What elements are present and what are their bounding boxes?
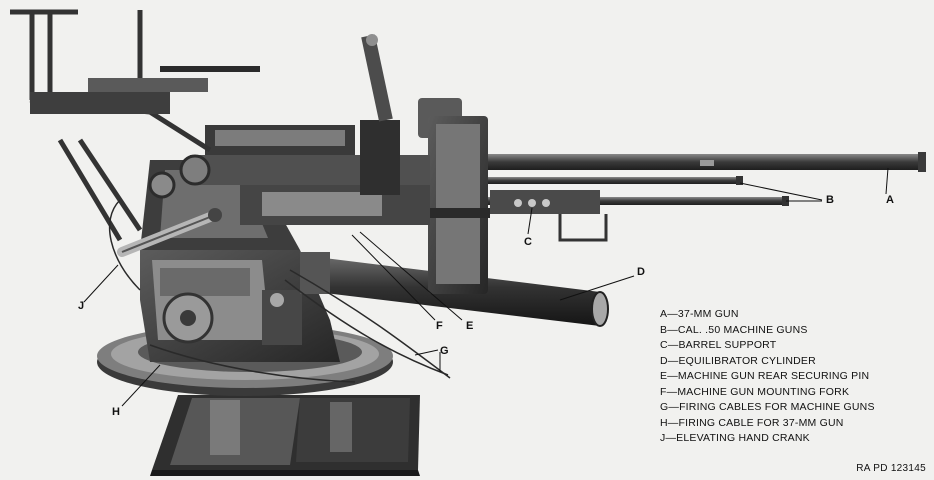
- receivers: [190, 34, 430, 225]
- barrel-support: [490, 190, 608, 242]
- pedestal-base: [150, 395, 420, 476]
- leader-lines: [83, 167, 889, 407]
- callout-j: J: [78, 300, 85, 312]
- legend-item-f: F—MACHINE GUN MOUNTING FORK: [660, 385, 850, 398]
- legend-item-h: H—FIRING CABLE FOR 37-MM GUN: [660, 416, 844, 429]
- legend-item-c: C—BARREL SUPPORT: [660, 339, 777, 351]
- sight-mount: [30, 66, 260, 199]
- firing-cables: [108, 199, 451, 383]
- ammo-housing: [418, 98, 490, 294]
- callout-d: D: [637, 266, 645, 278]
- legend-item-b: B—CAL. .50 MACHINE GUNS: [660, 323, 808, 336]
- legend-item-a: A—37-MM GUN: [660, 308, 739, 320]
- plate-id: RA PD 123145: [856, 463, 926, 474]
- callout-a: A: [886, 194, 894, 206]
- legend-item-d: D—EQUILIBRATOR CYLINDER: [660, 354, 816, 367]
- callout-b: B: [826, 194, 834, 206]
- callout-f: F: [436, 320, 443, 332]
- legend-item-e: E—MACHINE GUN REAR SECURING PIN: [660, 370, 870, 382]
- callout-c: C: [524, 236, 532, 248]
- machine-gun-barrels: [480, 176, 789, 206]
- legend-item-j: J—ELEVATING HAND CRANK: [660, 432, 810, 444]
- callout-e: E: [466, 320, 474, 332]
- main-gun-barrel: [480, 152, 926, 172]
- elevating-hand-crank: [117, 208, 222, 257]
- legend-item-g: G—FIRING CABLES FOR MACHINE GUNS: [660, 401, 875, 413]
- callout-h: H: [112, 406, 120, 418]
- legend-list: A—37-MM GUN B—CAL. .50 MACHINE GUNS C—BA…: [660, 307, 875, 447]
- callout-g: G: [440, 345, 449, 357]
